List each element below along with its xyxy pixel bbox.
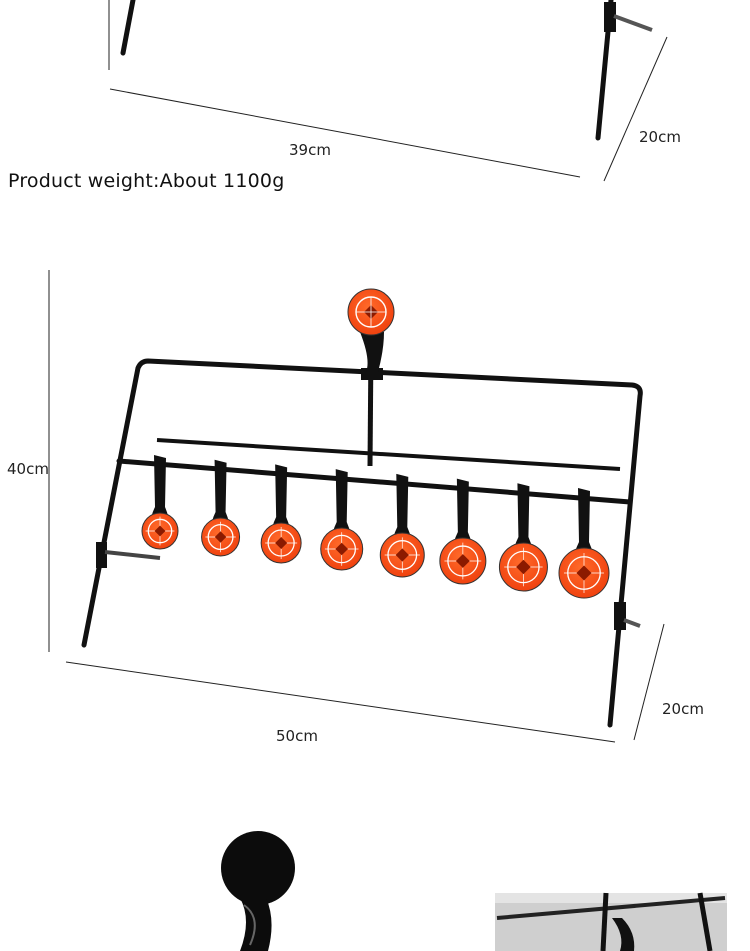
target-paddle [511, 483, 536, 560]
swing-target-6 [439, 478, 487, 585]
swing-target-4 [320, 469, 364, 571]
height-label: 40cm [7, 460, 49, 478]
target-center-mark [275, 537, 288, 549]
width-label: 50cm [276, 727, 318, 745]
target-row [141, 455, 610, 599]
upper-crossbar [156, 438, 621, 471]
top-right-peg [613, 14, 653, 32]
top-depth-label: 20cm [639, 128, 681, 146]
target-paddle [331, 469, 353, 543]
right-clamp [614, 602, 626, 630]
top-width-dimension-line [109, 88, 581, 178]
target-center-mark [516, 559, 531, 575]
target-center-mark [576, 565, 592, 581]
target-axle-bar [116, 458, 633, 505]
width-dimension-line [65, 661, 616, 743]
target-center-mark [455, 554, 470, 568]
target-paddle [150, 455, 170, 526]
detail-black-target [221, 831, 295, 951]
top-target [347, 288, 395, 336]
target-paddle [271, 464, 292, 537]
depth-dimension-line [633, 623, 665, 741]
swing-target-3 [260, 464, 302, 564]
target-paddle [391, 473, 414, 549]
product-weight-text: Product weight:About 1100g [8, 170, 285, 192]
top-width-label: 39cm [289, 141, 331, 159]
target-center-mark [214, 531, 227, 543]
swing-target-1 [141, 455, 179, 550]
target-paddle [571, 488, 597, 566]
top-target-flag [360, 332, 384, 372]
left-peg [104, 550, 161, 560]
top-left-leg [120, 0, 136, 56]
target-paddle [211, 459, 231, 532]
swing-target-7 [498, 483, 548, 592]
main-product-illustration [48, 270, 665, 743]
target-paddle [451, 478, 475, 555]
target-center-mark [154, 525, 166, 537]
swing-target-8 [558, 488, 610, 599]
target-center-mark [335, 542, 349, 556]
frame-outline [81, 358, 643, 728]
depth-label: 20cm [662, 700, 704, 718]
top-right-clamp [604, 2, 616, 32]
top-product-illustration [108, 0, 668, 182]
top-depth-dimension-line [603, 36, 668, 182]
swing-target-5 [379, 473, 425, 578]
right-peg [623, 618, 641, 628]
swing-target-2 [201, 459, 241, 557]
target-center-mark [395, 548, 409, 562]
left-clamp [96, 542, 107, 568]
detail-photo-frame [495, 892, 727, 951]
